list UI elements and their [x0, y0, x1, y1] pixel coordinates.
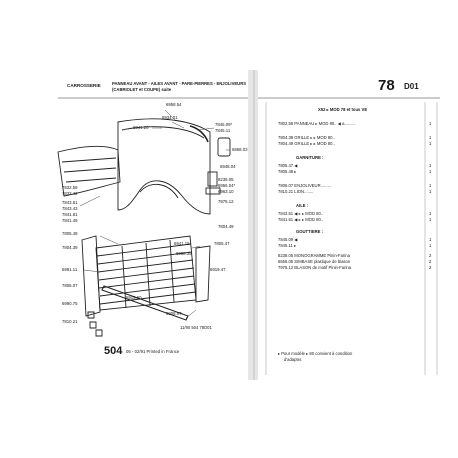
part-label: 7810.21	[62, 319, 78, 324]
parts-list-intro: X52 ▸ MOD 78 et tous VE	[318, 107, 368, 112]
gutter-strip	[189, 125, 209, 143]
parts-row-qty: 1	[429, 243, 432, 248]
part-label: 6990.75	[62, 301, 78, 306]
parts-row-qty: 1	[429, 135, 432, 140]
part-label: 7833.42	[62, 191, 78, 196]
parts-row: 6556.05 SIMBASE plastique de blason	[278, 259, 351, 264]
part-label: 6963.10	[218, 189, 234, 194]
parts-row: 7843.61 ◀ ▸ ▸ MOD 80..	[278, 211, 324, 216]
part-label: 6958.54	[166, 102, 182, 107]
part-label: 6948.04	[220, 164, 236, 169]
part-label: 7804.39	[62, 245, 78, 250]
parts-row: 7975.12 BLASON de motif Pinin-Farina	[278, 265, 352, 270]
leader-lines	[79, 109, 230, 319]
part-label: 6919.47	[210, 267, 226, 272]
parts-row: 7804.49 GRILLE ▸ ▸ MOD 80..	[278, 141, 335, 146]
page-number: 78	[378, 77, 395, 94]
book-gutter	[248, 70, 258, 380]
bracket-6948	[207, 171, 218, 187]
parts-row-qty: 1	[429, 163, 432, 168]
part-label: 6941.15	[174, 241, 190, 246]
parts-row: 7810.21 LION........	[278, 189, 314, 194]
part-label: 7843.61	[62, 200, 78, 205]
part-label: 8238.05	[218, 177, 234, 182]
part-label: 7845.11	[215, 128, 231, 133]
part-label: 6908.97	[166, 311, 182, 316]
part-label: 6919.60	[126, 295, 142, 300]
front-wing-drawing	[117, 118, 211, 215]
trim-right	[195, 245, 211, 303]
parts-row-qty: 1	[429, 183, 432, 188]
footnote-line2: d'adapter.	[284, 357, 303, 362]
parts-row: 8238.05 MONOGRAMME Pinin-Farina	[278, 253, 350, 258]
page-subtitle-line1: PANNEAU AVANT - AILES AVANT - PARE-PIERR…	[112, 81, 247, 86]
trim-left	[81, 235, 101, 317]
parts-row: 7804.39 GRILLE ▸ ▸ MOD 80..	[278, 135, 335, 140]
part-label: 6956.04*	[218, 183, 236, 188]
emblem-8238	[205, 187, 221, 195]
parts-row: 7845.11 ▸	[278, 243, 297, 248]
parts-row: 7806.07 ENJOLIVEUR.........	[278, 183, 332, 188]
part-label: 6868.03	[232, 147, 248, 152]
parts-row-qty: 1	[429, 217, 432, 222]
part-label: 7845.09*	[215, 122, 233, 127]
grille-bars	[121, 239, 175, 309]
panel-ribs	[61, 157, 117, 183]
parts-group-heading: AILE :	[296, 203, 309, 208]
parts-row-qty: 2	[429, 253, 432, 258]
part-label: 6941.20	[133, 125, 149, 130]
section-title: CARROSSERIE	[67, 83, 101, 88]
parts-row: 7841.61 ◀ ▸ ▸ MOD 80..	[278, 217, 324, 222]
fiche-reference: 11/90 504 78D01	[180, 325, 212, 330]
parts-row-qty: 1	[429, 237, 432, 242]
page-code: D01	[404, 82, 419, 91]
parts-row-qty: 1	[429, 211, 432, 216]
part-label: 7806.07	[62, 283, 78, 288]
part-label: 7832.59	[62, 185, 78, 190]
footnote-line1: ▸ Pour modèle ▸ 80 convient à condition	[278, 351, 353, 356]
moulding-strip	[101, 285, 189, 321]
wheel-arch	[139, 183, 179, 199]
exploded-diagram	[57, 118, 231, 337]
edition-line: 05 - 02/91 Printed in France	[126, 349, 180, 354]
bracket-6868	[217, 137, 231, 157]
grille-slats	[96, 243, 197, 305]
parts-group-heading: GARNITURE :	[296, 155, 324, 160]
parts-row: 7805.48 ▸	[278, 169, 297, 174]
parts-row-qty: 2	[429, 259, 432, 264]
parts-row: 7845.09 ◀	[278, 237, 298, 242]
parts-row-qty: 1	[429, 141, 432, 146]
parts-row-qty: 1	[429, 189, 432, 194]
part-label: 7805.47	[214, 241, 230, 246]
part-label: 7804.49	[218, 224, 234, 229]
parts-row: 7802.58 PANNEAU ▸ MOD 80.. ◀ a.........	[278, 121, 355, 126]
part-label: 6934.01	[162, 115, 178, 120]
page-subtitle-line2: (CABRIOLET et COUPE) suite	[112, 87, 172, 92]
part-label: 7841.49	[62, 218, 78, 223]
part-label: 7843.43	[62, 206, 78, 211]
fastener-group	[87, 311, 103, 337]
parts-row-qty: 1	[429, 121, 432, 126]
parts-row-qty: 2	[429, 265, 432, 270]
part-label: 6991.11	[62, 267, 78, 272]
wing-crease	[121, 126, 205, 139]
parts-group-heading: GOUTTIERE :	[296, 229, 323, 234]
front-panel-drawing	[57, 145, 121, 197]
part-label: 6958.35	[176, 251, 192, 256]
page-sheet	[42, 70, 448, 380]
part-label: 7805.48	[62, 231, 78, 236]
part-label: 7975.12	[218, 199, 234, 204]
model-number: 504	[104, 345, 123, 357]
parts-row: 7805.47 ◀	[278, 163, 298, 168]
parts-row-qty: 1	[429, 169, 432, 174]
part-label: 7841.81	[62, 212, 78, 217]
